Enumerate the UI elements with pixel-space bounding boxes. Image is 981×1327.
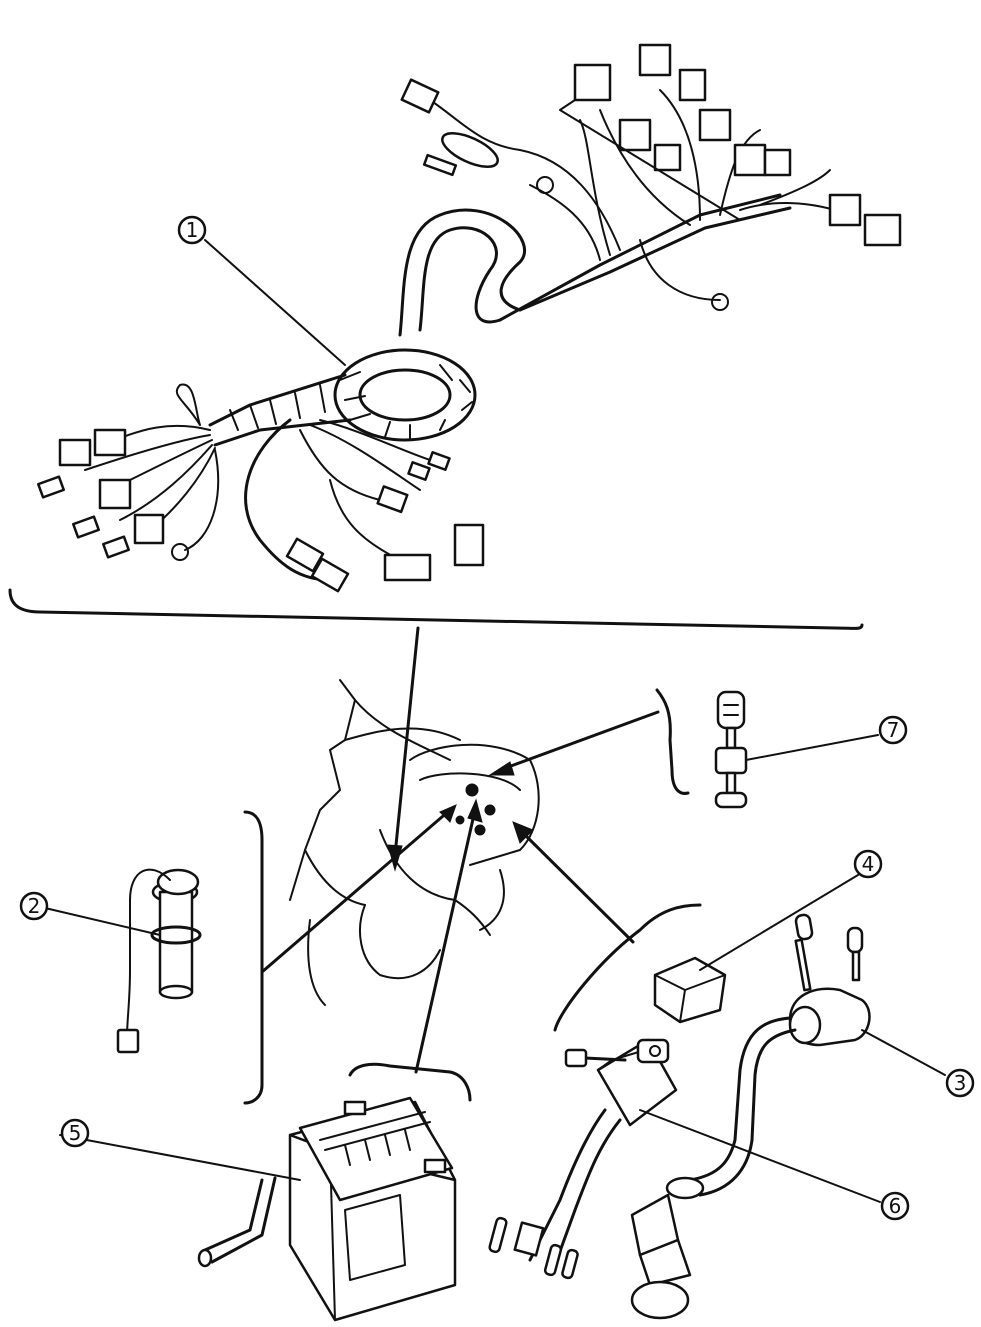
callout-7-label: 7 (887, 718, 900, 742)
callout-3-label: 3 (954, 1071, 967, 1095)
callout-5: 5 (60, 1118, 90, 1148)
part-4-relay (653, 874, 859, 1024)
callout-7: 7 (878, 715, 908, 745)
callout-6: 6 (880, 1191, 910, 1221)
callout-6-label: 6 (889, 1194, 902, 1218)
callout-1-label: 1 (186, 218, 199, 242)
callout-4: 4 (853, 849, 883, 879)
callout-2-label: 2 (28, 894, 41, 918)
callout-4-label: 4 (862, 852, 875, 876)
parts-346-bracket (553, 903, 702, 1032)
part-2-sensor (44, 868, 202, 1054)
callout-3: 3 (945, 1068, 975, 1098)
harness-bracket (8, 588, 864, 630)
callout-2: 2 (19, 891, 49, 921)
assembly-arrows (260, 626, 660, 1074)
callout-1: 1 (177, 215, 207, 245)
part-6-cdi (488, 1038, 881, 1280)
part7-bracket (655, 688, 690, 795)
part-7-fitting (714, 690, 879, 809)
part5-bracket (348, 1062, 472, 1102)
frame-silhouette (289, 679, 540, 1006)
part-5-battery (59, 1096, 457, 1322)
wiring-harness (37, 43, 902, 593)
part-3-coil (630, 913, 946, 1320)
callout-5-label: 5 (69, 1121, 82, 1145)
callout-1-leader (204, 239, 346, 366)
part2-bracket (243, 810, 264, 1105)
